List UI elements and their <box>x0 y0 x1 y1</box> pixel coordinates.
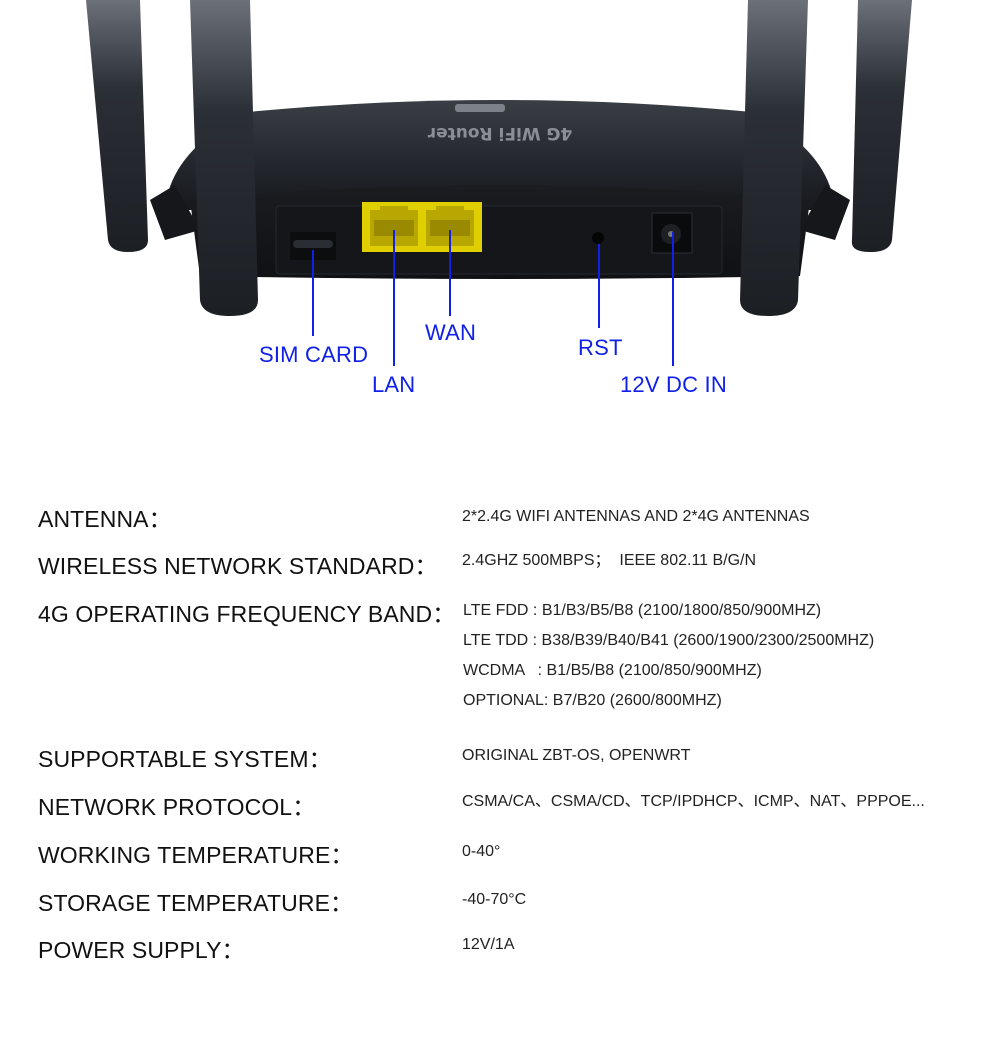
band-lte-fdd: LTE FDD : B1/B3/B5/B8 (2100/1800/850/900… <box>463 602 822 619</box>
ethernet-port-block <box>362 202 482 252</box>
antenna-front-left <box>190 0 258 316</box>
callout-lan: LAN <box>372 372 416 397</box>
router-illustration: 4G WiFi Router <box>86 0 912 366</box>
spec-value-storage-temp: -40-70°C <box>462 891 527 908</box>
spec-value-system: ORIGINAL ZBT-OS, OPENWRT <box>462 747 691 764</box>
wan-port <box>426 206 474 246</box>
spec-label-frequency-band: 4G OPERATING FREQUENCY BAND： <box>38 601 456 627</box>
band-wcdma: WCDMA : B1/B5/B8 (2100/850/900MHZ) <box>463 662 762 679</box>
antenna-back-right <box>851 0 912 252</box>
spec-value-working-temp: 0-40° <box>462 843 501 860</box>
antenna-front-right <box>740 0 808 316</box>
spec-value-antenna: 2*2.4G WIFI ANTENNAS AND 2*4G ANTENNAS <box>462 508 810 525</box>
band-optional: OPTIONAL: B7/B20 (2600/800MHZ) <box>463 692 722 709</box>
spec-label-power: POWER SUPPLY： <box>38 937 245 963</box>
antenna-back-left <box>86 0 148 252</box>
spec-value-power: 12V/1A <box>462 936 515 953</box>
reset-button-hole <box>592 232 604 244</box>
spec-label-antenna: ANTENNA： <box>38 506 172 532</box>
spec-label-system: SUPPORTABLE SYSTEM： <box>38 746 332 772</box>
spec-value-wireless-standard: 2.4GHZ 500MBPS； IEEE 802.11 B/G/N <box>462 552 757 569</box>
band-lte-tdd: LTE TDD : B38/B39/B40/B41 (2600/1900/230… <box>463 632 875 649</box>
callout-sim-card: SIM CARD <box>259 342 369 367</box>
spec-label-storage-temp: STORAGE TEMPERATURE： <box>38 890 354 916</box>
router-top-shell: 4G WiFi Router <box>165 100 835 210</box>
spec-value-frequency-band: LTE FDD : B1/B3/B5/B8 (2100/1800/850/900… <box>463 596 874 716</box>
router-rear-panel <box>190 185 810 279</box>
router-top-label: 4G WiFi Router <box>427 123 572 143</box>
spec-label-wireless-standard: WIRELESS NETWORK STANDARD： <box>38 553 438 579</box>
spec-label-protocol: NETWORK PROTOCOL： <box>38 794 316 820</box>
callout-rst: RST <box>578 335 623 360</box>
router-rear-view: 4G WiFi Router <box>0 0 1000 420</box>
spec-label-working-temp: WORKING TEMPERATURE： <box>38 842 354 868</box>
spec-value-protocol: CSMA/CA、CSMA/CD、TCP/IPDHCP、ICMP、NAT、PPPO… <box>462 793 925 810</box>
callout-dc-in: 12V DC IN <box>620 372 727 397</box>
callout-lines <box>312 230 674 366</box>
callout-wan: WAN <box>425 320 477 345</box>
